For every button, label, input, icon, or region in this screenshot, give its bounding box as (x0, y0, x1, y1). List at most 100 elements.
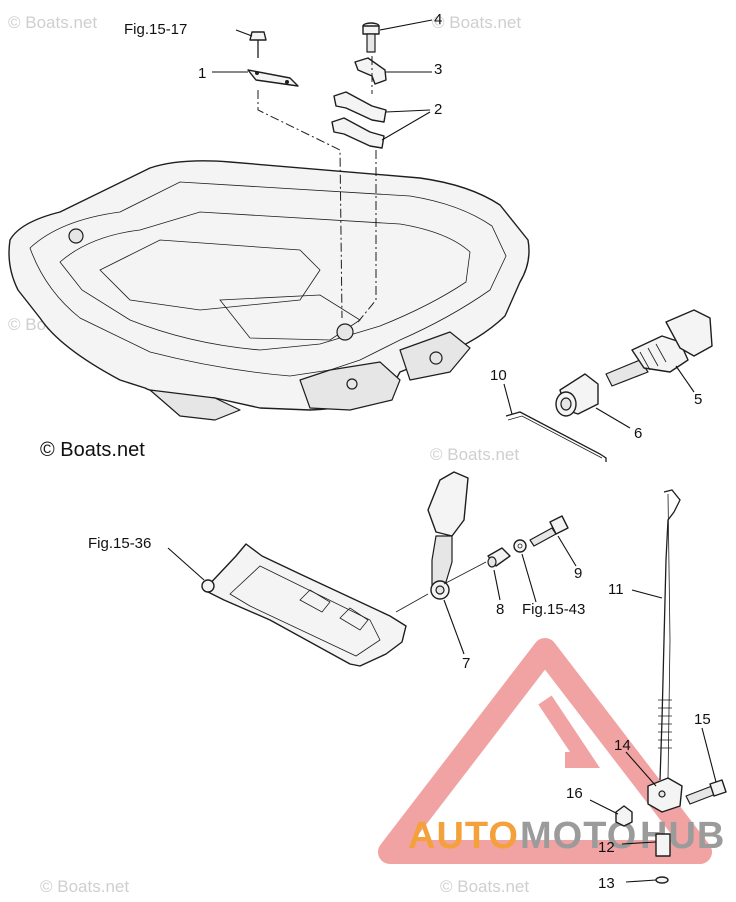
part-16-nut (615, 805, 633, 827)
triangle-logo-icon (378, 638, 712, 864)
leader-line (443, 599, 465, 655)
brand-text-hub: HUB (640, 815, 725, 857)
cowling-inner-floor (59, 211, 471, 351)
leader-lines (167, 19, 717, 883)
brand-text-auto: AUTO (408, 815, 519, 857)
part-8-collar (487, 547, 511, 568)
watermark-boats-net: © Boats.net (430, 445, 519, 464)
part-2-clip (333, 91, 387, 123)
bolt-shank (366, 33, 376, 53)
part-number-label: 10 (490, 367, 507, 384)
leader-line (631, 589, 663, 599)
shaft-head (665, 309, 713, 357)
cowling-rim (29, 181, 507, 377)
part-number-label: 14 (614, 737, 631, 754)
part-11-rod (658, 489, 681, 781)
callout-labels: Fig.15-17 Fig.15-36 Fig.15-43 1 2 3 4 5 … (88, 11, 711, 892)
part-number-label: 3 (434, 61, 442, 78)
leader-line (557, 535, 577, 567)
cowling-mount-hole (429, 351, 443, 365)
part-number-label: 5 (694, 391, 702, 408)
leader-line (675, 365, 695, 393)
leader-line (385, 109, 431, 113)
rod-threads (658, 699, 672, 749)
plate-hole (255, 71, 259, 75)
part-14-hole (658, 790, 666, 798)
autoomotohub-logo: AUTO MOTO HUB (378, 638, 725, 864)
leader-line (521, 553, 537, 603)
part-number-label: 7 (462, 655, 470, 672)
assembly-line (257, 90, 343, 319)
part-number-label: 2 (434, 101, 442, 118)
part-13-washer (655, 876, 669, 884)
figure-reference-label: Fig.15-36 (88, 535, 151, 552)
cowling-lower-lug (149, 389, 241, 421)
copyright-text: © Boats.net (40, 439, 145, 461)
bracket-body (203, 543, 407, 667)
bottom-cowling (8, 160, 530, 421)
part-number-label: 4 (434, 11, 442, 28)
leader-line (595, 407, 631, 429)
part-10-rod-edge (507, 415, 603, 459)
leader-line (381, 111, 431, 141)
part-15-bolt-head (709, 779, 727, 797)
figure-reference-label: Fig.15-17 (124, 21, 187, 38)
cowling-recess (99, 239, 321, 311)
watermark-boats-net: © Boats.net (40, 877, 129, 896)
cowling-outer-shell (8, 160, 530, 411)
part-9-bolt (529, 515, 569, 547)
part-number-label: 12 (598, 839, 615, 856)
lever-handle (427, 471, 469, 537)
leader-line (621, 841, 657, 845)
fig-15-17-bolt (249, 31, 267, 58)
collar-end (487, 556, 497, 568)
part-2-clip (331, 117, 385, 149)
part-1-plate (247, 69, 299, 87)
leader-line (701, 727, 717, 783)
part-6-grommet (555, 373, 599, 417)
washer-hole (517, 543, 523, 549)
rod-line-edge (667, 493, 671, 781)
bracket-inner (229, 565, 381, 657)
lever-link (443, 561, 487, 585)
cowling-mount-hole (346, 378, 358, 390)
part-number-label: 1 (198, 65, 206, 82)
figure-reference-label: Fig.15-43 (522, 601, 585, 618)
shaft-grooves (639, 343, 667, 371)
part-4-bolt (362, 22, 380, 53)
part-number-label: 8 (496, 601, 504, 618)
grommet-hole (560, 397, 572, 411)
logo-inner-stroke (538, 695, 600, 768)
lever-arm (431, 535, 453, 591)
bracket-rib (299, 589, 331, 613)
leader-line (235, 29, 253, 37)
part-3-clip (354, 57, 387, 85)
part-number-label: 11 (608, 581, 624, 598)
leader-line (493, 569, 501, 601)
watermark-group: © Boats.net © Boats.net © Boats.net © Bo… (8, 13, 529, 896)
watermark-boats-net: © Boats.net (440, 877, 529, 896)
lever-pivot-hole (435, 585, 445, 595)
bolt-head (249, 31, 267, 41)
plate-hole (285, 80, 289, 84)
part-number-label: 6 (634, 425, 642, 442)
bolt-head (362, 25, 380, 35)
bolt-head (549, 515, 569, 535)
watermark-boats-net: © Boats.net (8, 13, 97, 32)
part-number-label: 13 (598, 875, 615, 892)
leader-line (379, 19, 433, 31)
bracket-eye (201, 579, 215, 593)
lever-link (395, 593, 429, 613)
shaft-rod (605, 359, 649, 387)
cowling-mount-hole (336, 323, 354, 341)
bolt-shank (529, 527, 557, 547)
leader-line (503, 383, 513, 415)
lower-bracket (201, 543, 407, 667)
part-number-label: 9 (574, 565, 582, 582)
leader-line (589, 799, 619, 815)
part-number-label: 16 (566, 785, 583, 802)
leader-line (167, 547, 205, 581)
part-number-label: 15 (694, 711, 711, 728)
